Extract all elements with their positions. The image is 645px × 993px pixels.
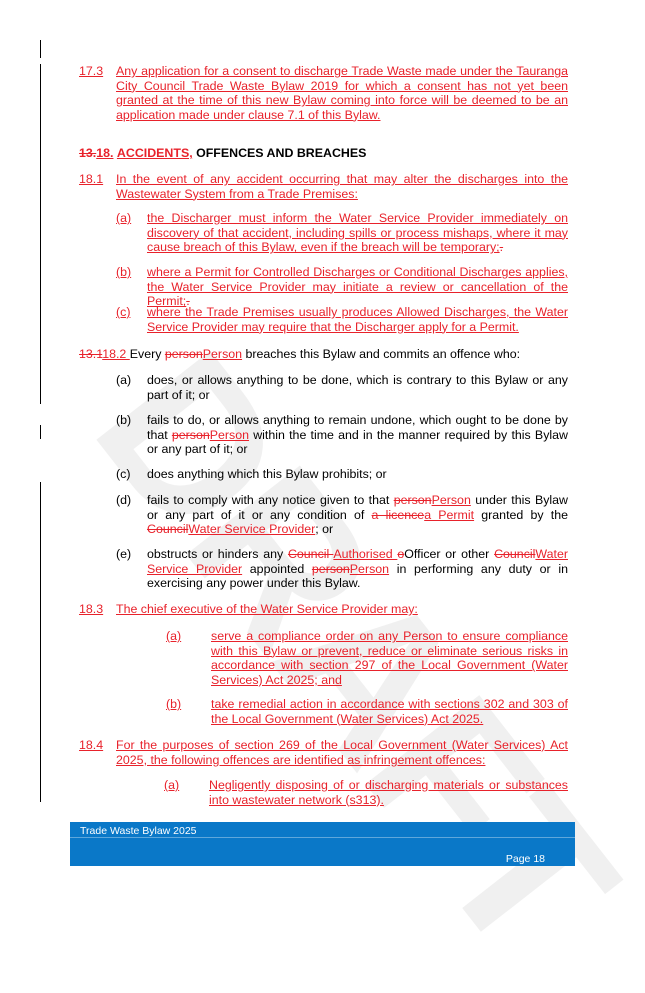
clause-text-rest: breaches this Bylaw and commits an offen…	[242, 347, 521, 361]
item-text-wrap: fails to comply with any notice given to…	[147, 493, 568, 537]
deleted-text: o	[397, 547, 405, 561]
item-text: ; or	[315, 522, 334, 537]
item-deleted-period: .	[186, 294, 190, 309]
item-deleted-period: .	[499, 240, 504, 255]
clause-number: 18.1	[79, 172, 104, 186]
clause-18-1: 18.1 In the event of any accident occurr…	[79, 172, 568, 202]
item-text: appointed	[242, 561, 312, 576]
change-bar	[40, 425, 42, 439]
item-text: Officer or other	[404, 547, 495, 561]
inserted-text: Water Service Provider	[188, 522, 316, 537]
item-text: serve a compliance order on any Person t…	[211, 629, 568, 687]
item-text-wrap: where a Permit for Controlled Discharges…	[147, 265, 568, 309]
item-text: granted by the	[474, 507, 568, 522]
item-label: (c)	[116, 467, 131, 481]
clause-text-lead: Every	[129, 347, 165, 361]
item-text: obstructs or hinders any	[147, 547, 288, 561]
item-text: the Discharger must inform the Water Ser…	[147, 211, 568, 255]
inserted-text: a Permit	[424, 507, 475, 522]
footer-divider	[70, 837, 575, 838]
change-bar	[40, 482, 42, 802]
item-text: does anything which this Bylaw prohibits…	[147, 467, 387, 481]
item-label: (b)	[166, 697, 182, 711]
clause-number: 17.3	[79, 64, 104, 78]
item-text-wrap: fails to do, or allows anything to remai…	[147, 413, 568, 457]
inserted-text: Water Service Provider	[147, 547, 568, 576]
clause-number-deleted: 13.1	[79, 347, 103, 361]
item-label: (b)	[116, 265, 132, 279]
item-label: (b)	[116, 413, 132, 427]
item-label: (c)	[116, 305, 131, 319]
clause-number: 18.3	[79, 602, 104, 616]
item-text: Negligently disposing of or discharging …	[209, 778, 568, 807]
heading-title: OFFENCES AND BREACHES	[192, 146, 367, 160]
clause-number-inserted: 18.2	[102, 347, 130, 361]
item-text: fails to do, or allows anything to remai…	[147, 413, 568, 442]
item-text: under this Bylaw or any part of it or an…	[147, 493, 568, 522]
item-text: in performing any duty or in exercising …	[147, 561, 568, 591]
item-text: where the Trade Premises usually produce…	[147, 305, 568, 334]
item-label: (a)	[166, 629, 182, 643]
deleted-text: Council	[147, 522, 189, 537]
deleted-text: Council	[287, 547, 334, 561]
item-text: within the time and in the manner requir…	[147, 427, 568, 457]
heading-title-inserted: ACCIDENTS,	[116, 146, 193, 160]
deleted-text: a licence	[371, 507, 425, 522]
item-text-wrap: obstructs or hinders any Council Authori…	[147, 547, 568, 591]
item-text: where a Permit for Controlled Discharges…	[147, 265, 568, 309]
clause-text: For the purposes of section 269 of the L…	[116, 738, 568, 767]
page-footer: Trade Waste Bylaw 2025 Page 18	[70, 822, 575, 866]
deleted-text: Council	[494, 547, 536, 561]
deleted-text: person	[393, 493, 432, 507]
heading-number-deleted: 13.	[79, 146, 97, 160]
footer-document-title: Trade Waste Bylaw 2025	[80, 825, 197, 837]
change-bar	[40, 40, 42, 58]
inserted-text: Authorised	[333, 547, 398, 561]
clause-number: 18.4	[79, 738, 104, 752]
inserted-text: Person	[202, 347, 243, 361]
section-heading: 13.18. ACCIDENTS, OFFENCES AND BREACHES	[79, 146, 568, 161]
heading-number-inserted: 18.	[96, 146, 114, 160]
inserted-text: Person	[431, 493, 471, 507]
item-label: (d)	[116, 493, 132, 507]
footer-page-number: Page 18	[505, 853, 545, 866]
item-text: fails to comply with any notice given to…	[147, 493, 394, 507]
deleted-text: person	[164, 347, 203, 361]
item-label: (e)	[116, 547, 132, 561]
item-label: (a)	[164, 778, 180, 792]
inserted-text: Person	[209, 427, 250, 442]
clause-text: In the event of any accident occurring t…	[116, 172, 568, 201]
deleted-text: person	[171, 427, 210, 442]
item-text-wrap: the Discharger must inform the Water Ser…	[147, 211, 568, 255]
deleted-text: person	[311, 561, 350, 576]
item-label: (a)	[116, 373, 132, 387]
change-bar	[40, 64, 42, 404]
item-text: take remedial action in accordance with …	[211, 697, 568, 726]
item-label: (a)	[116, 211, 132, 225]
clause-text: Any application for a consent to dischar…	[116, 64, 568, 122]
inserted-text: Person	[349, 561, 390, 576]
clause-text: The chief executive of the Water Service…	[116, 602, 418, 616]
item-text: does, or allows anything to be done, whi…	[147, 373, 568, 402]
clause-17-3: 17.3 Any application for a consent to di…	[79, 64, 568, 124]
clause-18-2: 13.118.2 Every personPerson breaches thi…	[79, 347, 568, 362]
